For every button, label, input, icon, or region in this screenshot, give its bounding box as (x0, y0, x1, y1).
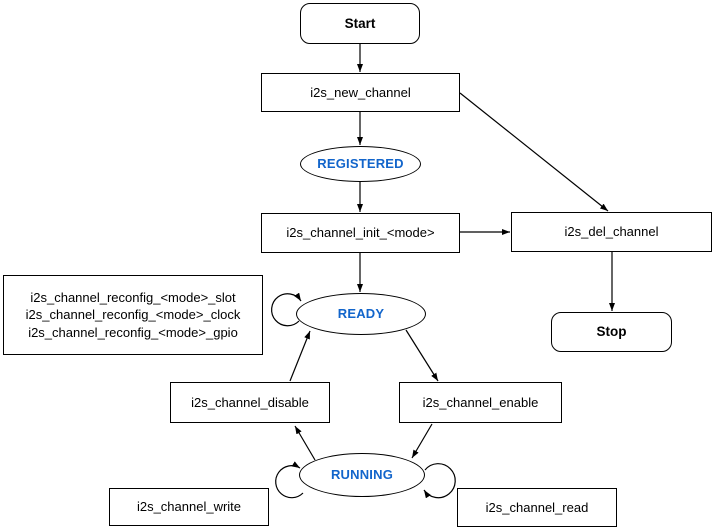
init-label: i2s_channel_init_<mode> (286, 225, 435, 240)
edge-running-self-loop-right (423, 463, 456, 499)
edge-ready-to-enable (405, 329, 439, 382)
write-node: i2s_channel_write (109, 488, 269, 526)
ready-state-node: READY (296, 293, 426, 335)
registered-state-node: REGISTERED (300, 146, 421, 182)
running-state-node: RUNNING (299, 453, 425, 497)
disable-node: i2s_channel_disable (170, 382, 330, 423)
new-channel-node: i2s_new_channel (261, 73, 460, 112)
read-label: i2s_channel_read (485, 499, 589, 515)
edge-new-channel-to-del-channel (459, 92, 609, 212)
edge-enable-to-running (411, 423, 433, 459)
start-label: Start (344, 15, 376, 31)
del-channel-label: i2s_del_channel (564, 224, 659, 239)
read-node: i2s_channel_read (457, 488, 617, 527)
enable-node: i2s_channel_enable (399, 382, 562, 423)
edge-disable-to-ready (289, 330, 311, 382)
reconfig-line-clock: i2s_channel_reconfig_<mode>_clock (25, 307, 241, 323)
reconfig-line-gpio: i2s_channel_reconfig_<mode>_gpio (28, 324, 238, 340)
registered-label: REGISTERED (317, 156, 404, 171)
del-channel-node: i2s_del_channel (511, 212, 712, 252)
start-node: Start (300, 3, 420, 44)
new-channel-label: i2s_new_channel (310, 84, 411, 100)
reconfig-line-slot: i2s_channel_reconfig_<mode>_slot (30, 289, 236, 305)
edge-running-to-disable (294, 425, 316, 461)
reconfig-node: i2s_channel_reconfig_<mode>_slot i2s_cha… (3, 275, 263, 355)
stop-label: Stop (596, 324, 627, 339)
running-label: RUNNING (330, 467, 394, 482)
ready-label: READY (337, 306, 385, 321)
enable-label: i2s_channel_enable (422, 394, 539, 410)
disable-label: i2s_channel_disable (191, 394, 309, 410)
write-label: i2s_channel_write (136, 499, 242, 514)
init-node: i2s_channel_init_<mode> (261, 213, 460, 253)
stop-node: Stop (551, 312, 672, 352)
